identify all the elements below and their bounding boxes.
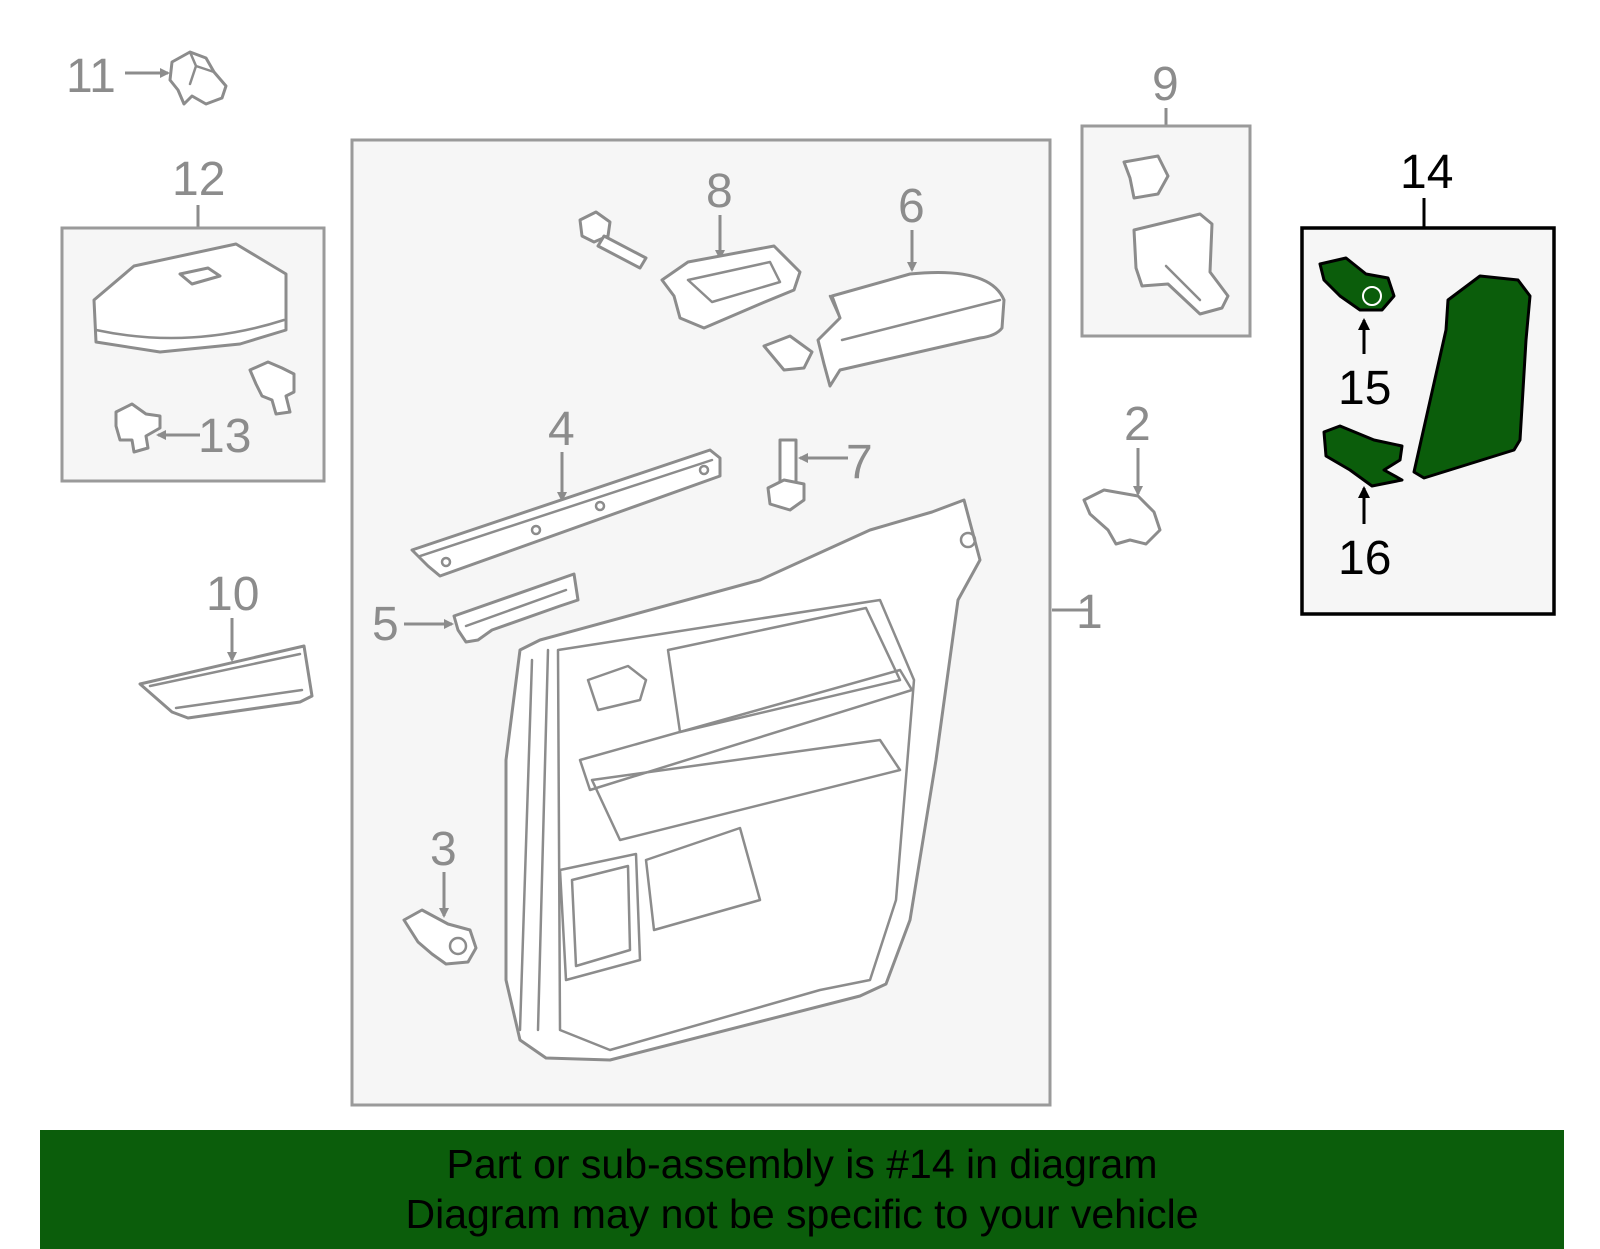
part-13-clips[interactable]: 13	[114, 360, 296, 463]
callout-15: 15	[1338, 362, 1391, 415]
callout-10: 10	[206, 568, 259, 621]
part-5-bracket[interactable]: 5	[372, 572, 580, 651]
part-4-trim-strip[interactable]: 4	[410, 403, 722, 578]
callout-4: 4	[548, 403, 575, 456]
part-16-bracket[interactable]	[1322, 424, 1404, 488]
callout-12: 12	[172, 153, 225, 206]
part-1-door-trim-panel[interactable]: 1	[504, 498, 1103, 1062]
part-2-clip[interactable]: 2	[1082, 398, 1162, 546]
part-8-lamp-housing[interactable]: 8	[660, 165, 802, 330]
part-3-clip[interactable]: 3	[402, 823, 478, 966]
callout-8: 8	[706, 165, 733, 218]
part-11-clip[interactable]: 11	[66, 50, 228, 106]
part-7-bolt[interactable]: 7	[766, 436, 873, 512]
callout-16: 16	[1338, 532, 1391, 585]
callout-14: 14	[1400, 146, 1453, 199]
part-15-clip[interactable]	[1318, 256, 1396, 312]
callout-3: 3	[430, 823, 457, 876]
callout-6: 6	[898, 180, 925, 233]
part-10-garnish[interactable]: 10	[138, 568, 314, 720]
part-14-trim-piece[interactable]	[1412, 274, 1532, 480]
info-banner: Part or sub-assembly is #14 in diagram D…	[40, 1130, 1564, 1249]
part-9-bracket-set[interactable]: 9	[1080, 58, 1252, 338]
part-12-switch-bezel[interactable]: 12	[60, 153, 326, 483]
banner-line-1: Part or sub-assembly is #14 in diagram	[446, 1141, 1158, 1187]
banner-line-2: Diagram may not be specific to your vehi…	[405, 1191, 1199, 1237]
callout-11: 11	[66, 50, 116, 103]
callout-5: 5	[372, 598, 399, 651]
callout-1: 1	[1076, 586, 1103, 639]
callout-2: 2	[1124, 398, 1151, 451]
part-14-highlighted-assembly[interactable]: 14 15 16	[1300, 146, 1556, 616]
callout-7: 7	[846, 436, 873, 489]
part-screw-upper[interactable]	[578, 210, 648, 270]
callout-13: 13	[198, 410, 251, 463]
callout-9: 9	[1152, 58, 1179, 111]
part-6-armrest[interactable]: 6	[762, 180, 1006, 388]
